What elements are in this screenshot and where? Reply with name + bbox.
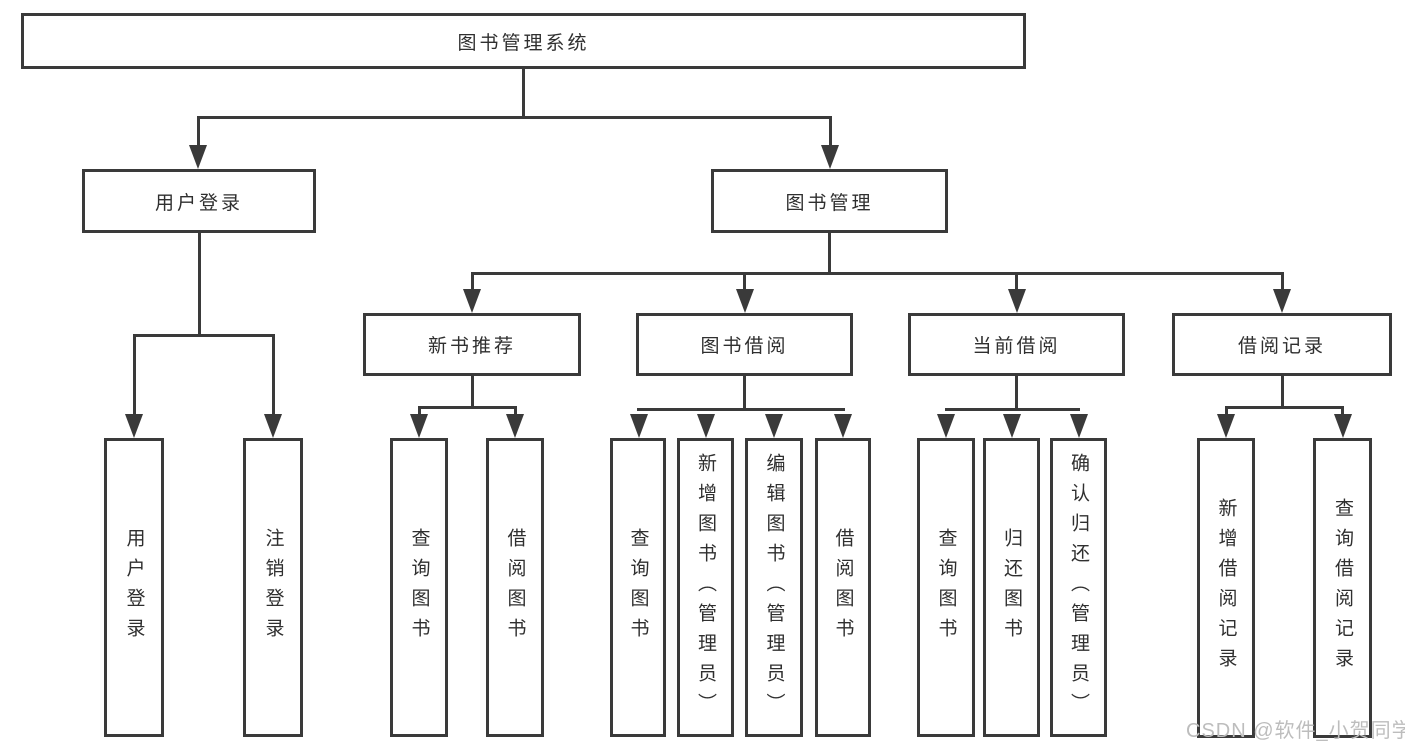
leaf-label: 借阅图书 bbox=[504, 527, 526, 648]
leaf-label: 查询图书 bbox=[627, 527, 649, 648]
connector-line bbox=[513, 405, 517, 417]
connector-line bbox=[1341, 405, 1344, 417]
node-label: 借阅记录 bbox=[1237, 336, 1326, 357]
node-label: 新书推荐 bbox=[427, 336, 516, 357]
connector-line bbox=[944, 407, 1080, 411]
leaf-label: 新增借阅记录 bbox=[1215, 498, 1237, 678]
connector-line bbox=[132, 333, 275, 337]
arrow-down-icon bbox=[834, 414, 852, 438]
arrow-down-icon bbox=[264, 414, 282, 438]
node-label: 图书管理系统 bbox=[457, 32, 590, 54]
leaf-add-books-admin: 新增图书（管理员） bbox=[677, 438, 734, 737]
leaf-query-books-recommend: 查询图书 bbox=[390, 438, 448, 737]
node-label: 图书借阅 bbox=[700, 336, 789, 357]
leaf-label: 查询图书 bbox=[935, 527, 957, 648]
leaf-label: 查询借阅记录 bbox=[1332, 498, 1353, 678]
arrow-down-icon bbox=[1007, 289, 1026, 313]
leaf-label: 注销登录 bbox=[262, 527, 284, 648]
connector-line bbox=[1280, 376, 1284, 409]
arrow-down-icon bbox=[410, 414, 428, 438]
arrow-down-icon bbox=[125, 414, 143, 438]
connector-line bbox=[1280, 271, 1284, 291]
arrow-down-icon bbox=[696, 414, 715, 438]
arrow-down-icon bbox=[1002, 414, 1021, 438]
leaf-borrow-books-recommend: 借阅图书 bbox=[486, 438, 544, 737]
connector-line bbox=[743, 271, 746, 291]
arrow-down-icon bbox=[1069, 414, 1088, 438]
connector-line bbox=[196, 116, 832, 119]
arrow-down-icon bbox=[506, 414, 524, 438]
connector-line bbox=[132, 333, 136, 416]
connector-line bbox=[743, 376, 746, 411]
leaf-label: 编辑图书（管理员） bbox=[763, 452, 785, 723]
node-book-borrowing: 图书借阅 bbox=[636, 313, 853, 376]
connector-line bbox=[470, 271, 474, 291]
leaf-confirm-return-admin: 确认归还（管理员） bbox=[1050, 438, 1107, 737]
node-library-management-system: 图书管理系统 bbox=[21, 13, 1026, 69]
arrow-down-icon bbox=[937, 414, 955, 438]
connector-line bbox=[196, 116, 200, 148]
connector-line bbox=[470, 271, 1284, 275]
leaf-label: 新增图书（管理员） bbox=[695, 452, 716, 723]
arrow-down-icon bbox=[1273, 289, 1291, 313]
leaf-edit-books-admin: 编辑图书（管理员） bbox=[745, 438, 803, 737]
leaf-query-books-current: 查询图书 bbox=[917, 438, 975, 737]
connector-line bbox=[828, 116, 832, 148]
arrow-down-icon bbox=[735, 289, 754, 313]
leaf-add-borrow-record: 新增借阅记录 bbox=[1197, 438, 1255, 738]
leaf-return-books: 归还图书 bbox=[983, 438, 1040, 737]
leaf-label: 确认归还（管理员） bbox=[1068, 452, 1089, 723]
csdn-watermark: CSDN @软件_小贺同学 bbox=[1186, 720, 1405, 742]
node-current-borrowing: 当前借阅 bbox=[908, 313, 1125, 376]
leaf-logout-login: 注销登录 bbox=[243, 438, 303, 737]
arrow-down-icon bbox=[463, 289, 481, 313]
leaf-query-borrow-record: 查询借阅记录 bbox=[1313, 438, 1372, 738]
leaf-label: 用户登录 bbox=[123, 527, 145, 648]
node-new-book-recommend: 新书推荐 bbox=[363, 313, 581, 376]
arrow-down-icon bbox=[1217, 414, 1235, 438]
connector-line bbox=[1224, 405, 1344, 409]
leaf-label: 归还图书 bbox=[1001, 527, 1022, 648]
connector-line bbox=[197, 233, 201, 336]
connector-line bbox=[1015, 271, 1018, 291]
leaf-label: 查询图书 bbox=[408, 527, 430, 648]
connector-line bbox=[828, 233, 831, 275]
connector-line bbox=[1015, 376, 1018, 411]
connector-line bbox=[470, 376, 474, 409]
leaf-query-books-borrowing: 查询图书 bbox=[610, 438, 666, 737]
node-label: 用户登录 bbox=[154, 192, 243, 214]
leaf-user-login: 用户登录 bbox=[104, 438, 164, 737]
node-label: 当前借阅 bbox=[972, 336, 1061, 357]
leaf-label: 借阅图书 bbox=[832, 527, 854, 648]
connector-line bbox=[1224, 405, 1228, 417]
leaf-borrow-books-borrowing: 借阅图书 bbox=[815, 438, 871, 737]
arrow-down-icon bbox=[629, 414, 648, 438]
arrow-down-icon bbox=[1333, 414, 1352, 438]
connector-line bbox=[271, 333, 275, 416]
node-borrowing-records: 借阅记录 bbox=[1172, 313, 1392, 376]
connector-line bbox=[637, 407, 845, 411]
arrow-down-icon bbox=[821, 145, 839, 169]
node-book-management: 图书管理 bbox=[711, 169, 948, 233]
arrow-down-icon bbox=[189, 145, 207, 169]
node-user-login: 用户登录 bbox=[82, 169, 316, 233]
node-label: 图书管理 bbox=[785, 192, 874, 214]
connector-line bbox=[521, 69, 525, 118]
arrow-down-icon bbox=[765, 414, 783, 438]
connector-line bbox=[417, 405, 421, 417]
connector-line bbox=[417, 405, 517, 409]
